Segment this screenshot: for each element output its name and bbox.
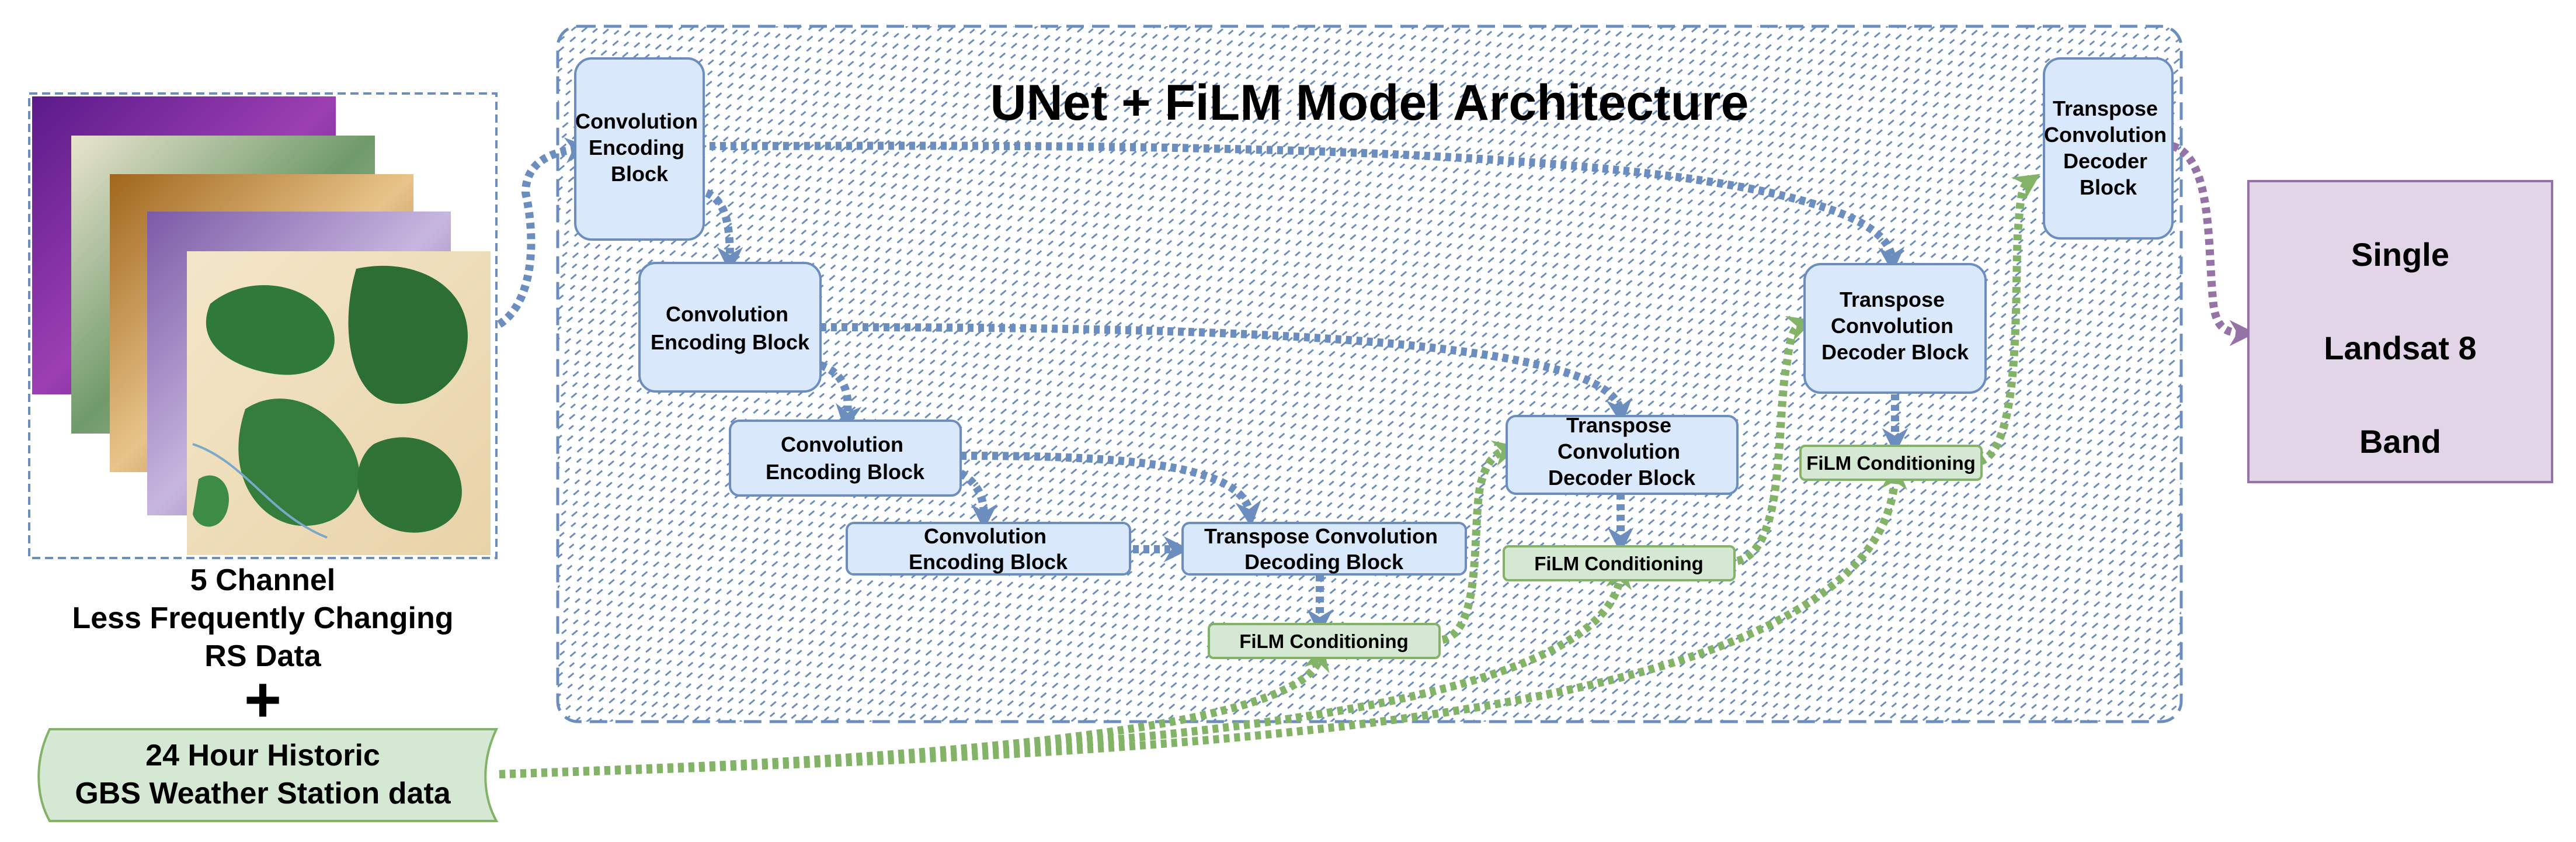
input-caption-line-1: 5 Channel <box>190 563 336 597</box>
encoder-block-3-line-2: Encoding Block <box>766 460 925 484</box>
encoder-block-1: Convolution Encoding Block <box>574 57 705 241</box>
svg-text:Convolution Encoding Blo: Convolution Encoding Block <box>909 524 1068 574</box>
skip-enc3-to-dec1 <box>960 452 1261 528</box>
encoder-block-1-line-2: Encoding <box>589 136 684 160</box>
arrow-enc1-to-enc2 <box>704 189 743 273</box>
decoder-block-3-line-1: Transpose <box>1840 287 1945 311</box>
output-line-1: Single <box>2351 236 2449 273</box>
encoder-block-4-line-2: Encoding Block <box>909 550 1068 574</box>
encoder-block-1-line-3: Block <box>611 162 669 186</box>
decoder-block-2-line-3: Decoder Block <box>1548 466 1696 490</box>
decoder-block-3-line-3: Decoder Block <box>1821 340 1969 364</box>
arrow-enc2-to-enc3 <box>819 361 862 431</box>
encoder-block-4-line-1: Convolution <box>924 524 1047 548</box>
decoder-block-4-line-4: Block <box>2080 175 2137 199</box>
arrow-weather-to-film3 <box>499 463 1908 778</box>
decoder-block-4-line-3: Decoder <box>2063 149 2147 173</box>
decoder-block-3-line-2: Convolution <box>1831 314 1953 338</box>
svg-text:Convolution Encoding Blo: Convolution Encoding Block <box>651 302 810 354</box>
film-arrows <box>499 174 2040 778</box>
film-block-1-label: FiLM Conditioning <box>1239 630 1409 652</box>
decoder-block-1-line-2: Decoding Block <box>1244 550 1404 574</box>
rs-layer-5 <box>187 251 491 555</box>
arrow-film1-to-dec2 <box>1441 440 1520 644</box>
encoder-block-2: Convolution Encoding Block <box>638 262 822 393</box>
svg-text:Transpose Convolution: Transpose Convolution Decoder Block <box>1821 287 1969 364</box>
decoder-block-4-line-1: Transpose <box>2053 96 2158 120</box>
skip-enc1-to-dec3 <box>709 141 1905 273</box>
film-block-2-label: FiLM Conditioning <box>1534 553 1704 574</box>
film-block-3-label: FiLM Conditioning <box>1806 452 1976 474</box>
arrow-weather-to-film2 <box>499 562 1632 778</box>
skip-enc2-to-dec2 <box>820 323 1632 425</box>
input-image-stack <box>28 92 498 559</box>
decoder-block-1: Transpose Convolution Decoding Block <box>1181 522 1467 576</box>
film-block-3: FiLM Conditioning <box>1799 445 1983 481</box>
arrow-film2-to-dec3 <box>1736 316 1814 565</box>
encoder-block-3-line-1: Convolution <box>781 432 903 456</box>
svg-text:Convolution Encoding Blo: Convolution Encoding Block <box>766 432 925 484</box>
diagram-title: UNet + FiLM Model Architecture <box>990 75 1749 131</box>
svg-text:Convolution Encoding: Convolution Encoding Block <box>575 109 704 186</box>
svg-text:Transpose Convolution: Transpose Convolution Decoder Block <box>1548 413 1696 490</box>
output-line-3: Band <box>2359 423 2441 460</box>
weather-station-input: 24 Hour Historic GBS Weather Station dat… <box>37 728 499 822</box>
encoder-block-4: Convolution Encoding Block <box>846 522 1131 576</box>
decoder-block-4: Transpose Convolution Decoder Block <box>2043 57 2174 240</box>
arrow-dec4-to-output <box>2171 142 2256 346</box>
encoder-arrows <box>496 137 1908 636</box>
encoder-block-1-line-1: Convolution <box>575 109 698 133</box>
decoder-block-1-line-1: Transpose Convolution <box>1204 524 1438 548</box>
decoder-block-4-line-2: Convolution <box>2044 123 2167 147</box>
input-caption-line-3: RS Data <box>204 639 321 673</box>
input-caption-line-2: Less Frequently Changing <box>72 601 454 635</box>
decoder-block-2-line-2: Convolution <box>1558 439 1680 463</box>
arrow-input-to-enc1 <box>496 137 592 328</box>
output-line-2: Landsat 8 <box>2324 330 2476 366</box>
encoder-block-2-line-2: Encoding Block <box>651 330 810 354</box>
output-band: Single Landsat 8 Band <box>2247 180 2553 483</box>
svg-text:Transpose Convolution De: Transpose Convolution Decoding Block <box>1204 524 1444 574</box>
svg-text:Transpose Convolution: Transpose Convolution Decoder Block <box>2044 96 2172 199</box>
film-block-2: FiLM Conditioning <box>1503 545 1736 581</box>
arrow-film3-to-dec4 <box>1978 174 2040 466</box>
decoder-block-2-line-1: Transpose <box>1566 413 1671 437</box>
weather-line-2: GBS Weather Station data <box>75 777 451 810</box>
encoder-block-2-line-1: Convolution <box>666 302 788 326</box>
decoder-block-2: Transpose Convolution Decoder Block <box>1506 413 1739 495</box>
decoder-block-3: Transpose Convolution Decoder Block <box>1803 263 1987 394</box>
plus-sign: + <box>244 664 281 736</box>
film-block-1: FiLM Conditioning <box>1208 623 1441 659</box>
weather-line-1: 24 Hour Historic <box>145 739 380 772</box>
encoder-block-3: Convolution Encoding Block <box>729 420 962 497</box>
